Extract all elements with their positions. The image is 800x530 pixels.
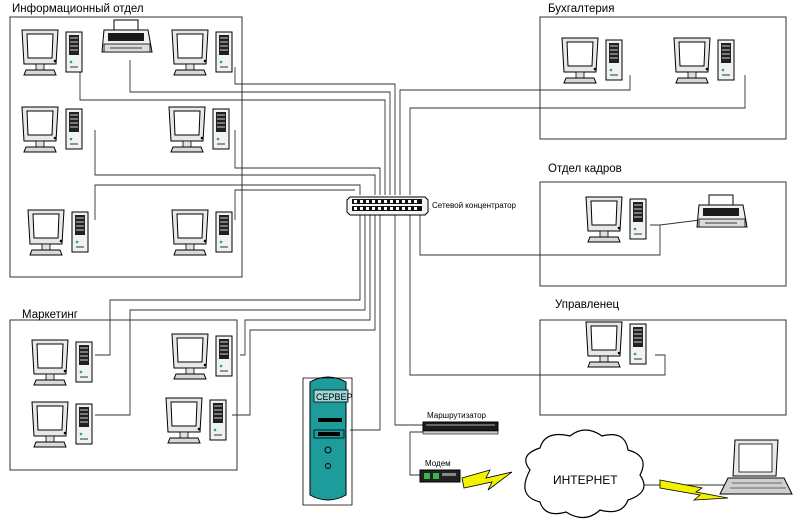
- internet-label: ИНТЕРНЕТ: [553, 473, 618, 487]
- network-hub: [346, 196, 429, 216]
- workstation-marketing-2: [172, 334, 232, 379]
- router: [422, 421, 499, 435]
- workstation-info-2: [172, 30, 232, 75]
- workstation-info-4: [169, 107, 229, 152]
- server-label: СЕРВЕР: [316, 392, 353, 402]
- lightning-internet-laptop: [659, 479, 729, 501]
- workstation-marketing-3: [32, 402, 92, 447]
- workstation-info-6: [172, 210, 232, 255]
- room-hr-box: [539, 181, 787, 287]
- lightning-modem-internet: [461, 469, 513, 491]
- router-label: Маршрутизатор: [427, 411, 487, 420]
- internet-cloud: [524, 429, 645, 519]
- workstation-accounting-1: [562, 38, 622, 83]
- workstation-accounting-2: [674, 38, 734, 83]
- modem: [419, 469, 461, 483]
- printer-hr: [696, 194, 748, 228]
- room-accounting-label: Бухгалтерия: [548, 3, 614, 15]
- room-marketing-label: Маркетинг: [22, 309, 78, 321]
- server: [302, 376, 353, 506]
- room-info-label: Информационный отдел: [12, 3, 144, 15]
- workstation-marketing-1: [32, 340, 92, 385]
- hub-label: Сетевой концентратор: [432, 201, 517, 210]
- room-hr-label: Отдел кадров: [548, 163, 622, 175]
- room-marketing-box: [9, 319, 238, 471]
- workstation-marketing-4: [166, 398, 226, 443]
- room-manager-box: [539, 319, 787, 416]
- modem-label: Модем: [425, 459, 451, 468]
- laptop: [719, 439, 793, 495]
- room-manager-label: Управленец: [555, 299, 620, 311]
- workstation-hr: [586, 197, 646, 242]
- room-info-box: [9, 16, 243, 278]
- room-accounting-box: [539, 16, 787, 140]
- printer-info: [101, 19, 153, 53]
- workstation-info-3: [22, 107, 82, 152]
- network-cables: [79, 60, 746, 486]
- workstation-manager: [586, 322, 646, 367]
- workstation-info-1: [22, 30, 82, 75]
- workstation-info-5: [28, 210, 88, 255]
